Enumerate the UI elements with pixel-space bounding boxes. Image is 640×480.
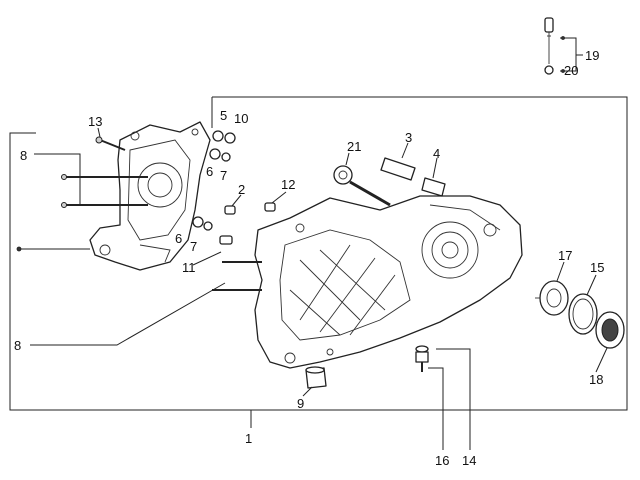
- bearing-17: [535, 280, 569, 316]
- pin-12: [264, 202, 276, 212]
- callout-13: 13: [88, 114, 102, 129]
- long-bolts-lower: [212, 261, 262, 291]
- bracket-8-upper: [34, 153, 81, 205]
- callout-11: 11: [182, 260, 196, 275]
- callout-2: 2: [238, 182, 245, 197]
- leader-16: [428, 367, 444, 450]
- callout-8: 8: [20, 148, 27, 163]
- left-crankcase-half: [89, 121, 211, 271]
- main-assembly-frame: [9, 96, 628, 411]
- nut-washer-upper: [209, 130, 236, 162]
- long-bolts-upper: [61, 174, 148, 208]
- callout-6-left: 6: [175, 231, 182, 246]
- callout-14: 14: [462, 453, 476, 468]
- leader-11: [192, 251, 222, 266]
- callout-17: 17: [558, 248, 572, 263]
- group-frames: [9, 37, 628, 450]
- leader-14: [436, 348, 471, 450]
- callout-18: 18: [589, 372, 603, 387]
- drain-plug-14-16: [415, 345, 429, 372]
- callout-6: 6: [206, 164, 213, 179]
- callout-1: 1: [245, 431, 252, 446]
- callout-19: 19: [585, 48, 599, 63]
- oil-dipstick-part: [544, 17, 565, 75]
- dowel-3: [380, 157, 416, 181]
- callout-15: 15: [590, 260, 604, 275]
- nut-washer-lower: [192, 216, 233, 245]
- callout-10: 10: [234, 111, 248, 126]
- leader-8-lower: [30, 282, 226, 346]
- callout-5: 5: [220, 108, 227, 123]
- callout-4: 4: [433, 146, 440, 161]
- callout-20: 20: [564, 63, 578, 78]
- bushing-9: [305, 366, 327, 389]
- bolt-13: [95, 136, 126, 151]
- part-leaders: [97, 127, 608, 397]
- sleeve-4: [421, 177, 446, 197]
- callout-12: 12: [281, 177, 295, 192]
- oil-seal-18: [595, 311, 625, 349]
- callout-16: 16: [435, 453, 449, 468]
- callout-8-lower: 8: [14, 338, 21, 353]
- pin-2: [224, 205, 236, 215]
- gear-shaft-21: [333, 165, 391, 207]
- callout-21: 21: [347, 139, 361, 154]
- callout-labels: 1 2 3 4 5 6 7 8 9 10 11 12 13 14 15 16 1…: [14, 48, 604, 468]
- callout-7-left: 7: [190, 239, 197, 254]
- callout-3: 3: [405, 130, 412, 145]
- leader-dot: [16, 246, 22, 252]
- callout-9: 9: [297, 396, 304, 411]
- callout-7: 7: [220, 168, 227, 183]
- right-crankcase-half: [254, 195, 523, 369]
- ring-15: [568, 293, 598, 335]
